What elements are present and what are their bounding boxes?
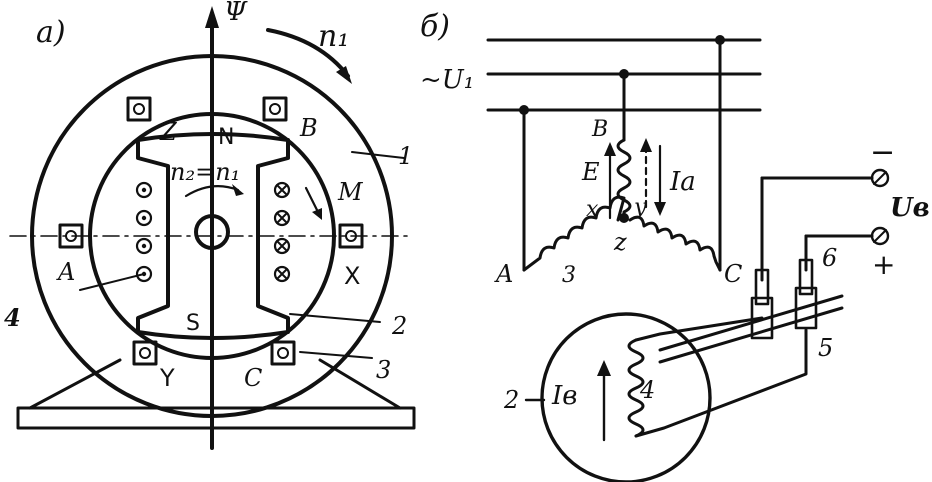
- base-plate: [16, 406, 416, 430]
- panel-a: а) Ψ n₁ Z B 1 N n₂=n₁ M A X S 2 4 Y C 3: [4, 0, 416, 450]
- slot-a-label: A: [56, 258, 75, 286]
- slot-z: [126, 96, 152, 122]
- panel-a-label: а): [36, 15, 66, 50]
- star-point: [619, 213, 629, 223]
- conductor-cross: [273, 265, 291, 283]
- leader-a: [79, 273, 145, 291]
- m-arrow: [304, 186, 320, 214]
- m-arrow-head: [312, 208, 322, 220]
- stator-slots: [58, 96, 364, 366]
- slot-c: [270, 340, 296, 366]
- winding-3-label: 3: [562, 263, 576, 288]
- slot-b-label: B: [299, 114, 318, 142]
- armature-current-label: Iа: [669, 167, 696, 197]
- field-current-arrow-head: [597, 360, 611, 376]
- slot-y: [132, 340, 158, 366]
- rotor-2-label: 2: [503, 386, 519, 414]
- field-lead-2: [634, 328, 808, 438]
- rotation-arrow-head: [336, 66, 352, 84]
- slot-c-label: C: [244, 364, 262, 392]
- emf-label: E: [581, 158, 600, 186]
- slot-x: [338, 223, 364, 249]
- conductor-dot: [135, 181, 153, 199]
- conductor-dot-center: [141, 187, 147, 193]
- conductor-dot-center: [141, 243, 147, 249]
- phase-b-label: B: [591, 117, 608, 142]
- field-winding-4-label: 4: [639, 376, 655, 404]
- brush-6-label: 6: [822, 244, 837, 272]
- rotor-winding-right: [273, 181, 291, 283]
- speed-label: n₁: [318, 19, 349, 54]
- current-arrow-up-head: [640, 138, 652, 152]
- base-leg-left: [28, 358, 122, 410]
- speed-equation-label: n₂=n₁: [170, 158, 240, 186]
- flux-label: Ψ: [224, 0, 248, 27]
- brush-1: [754, 268, 770, 306]
- current-arrow-down-head: [654, 202, 666, 216]
- slip-ring-5-label: 5: [818, 334, 833, 362]
- field-voltage-label: Uв: [890, 193, 930, 223]
- z-terminal-label: z: [613, 228, 627, 256]
- slot-z-label: Z: [159, 118, 178, 146]
- part-3-label: 3: [376, 356, 391, 384]
- dc-terminals: [760, 168, 890, 282]
- slot-a: [58, 223, 84, 249]
- slot-y-label: Y: [159, 364, 175, 392]
- field-winding: [627, 338, 645, 438]
- part-2-label: 2: [391, 312, 407, 340]
- conductor-cross: [273, 237, 291, 255]
- slot-x-label: X: [344, 262, 360, 290]
- conductor-dot-center: [141, 215, 147, 221]
- north-pole-label: N: [218, 125, 234, 150]
- panel-b-label: б): [420, 9, 450, 44]
- part-4-label: 4: [4, 303, 21, 332]
- rotor-winding-left: [135, 181, 153, 283]
- leader-lines: [79, 151, 405, 359]
- part-1-label: 1: [398, 142, 413, 170]
- leader-1: [351, 151, 405, 159]
- conductor-cross: [273, 209, 291, 227]
- shaft-line-bottom: [658, 306, 844, 364]
- south-pole-label: S: [186, 311, 200, 336]
- rotor-poles: [136, 132, 290, 340]
- conductor-dot: [135, 237, 153, 255]
- supply-voltage-label: ~U₁: [420, 65, 474, 95]
- y-terminal-label: y: [633, 195, 647, 220]
- field-current-label: Iв: [551, 381, 577, 411]
- conductor-cross: [273, 181, 291, 199]
- leader-2: [289, 313, 381, 323]
- slot-b: [262, 96, 288, 122]
- slip-ring-2: [794, 286, 818, 330]
- phase-a-label: A: [494, 260, 513, 288]
- leader-3: [299, 351, 373, 359]
- brushes: [750, 258, 818, 340]
- rotor-circle: [540, 312, 712, 482]
- minus-sign: −: [870, 135, 895, 170]
- panel-b: б) ~U₁ B E Iа x y z A 3 C − Uв + 6 5 2 I…: [420, 9, 930, 482]
- conductor-dot: [135, 265, 153, 283]
- slot-m-label: M: [337, 178, 364, 206]
- phase-c-label: C: [724, 260, 742, 288]
- field-lead-1: [634, 316, 764, 342]
- flux-arrow-head: [205, 6, 219, 28]
- phase-c-coil: [628, 215, 722, 272]
- x-terminal-label: x: [586, 197, 599, 222]
- plus-sign: +: [872, 248, 895, 281]
- rotor-rotation-arrow-head: [232, 184, 244, 196]
- brush-2: [798, 258, 814, 296]
- emf-arrow-head: [604, 142, 616, 156]
- conductor-dot: [135, 209, 153, 227]
- shaft-line-top: [658, 294, 844, 352]
